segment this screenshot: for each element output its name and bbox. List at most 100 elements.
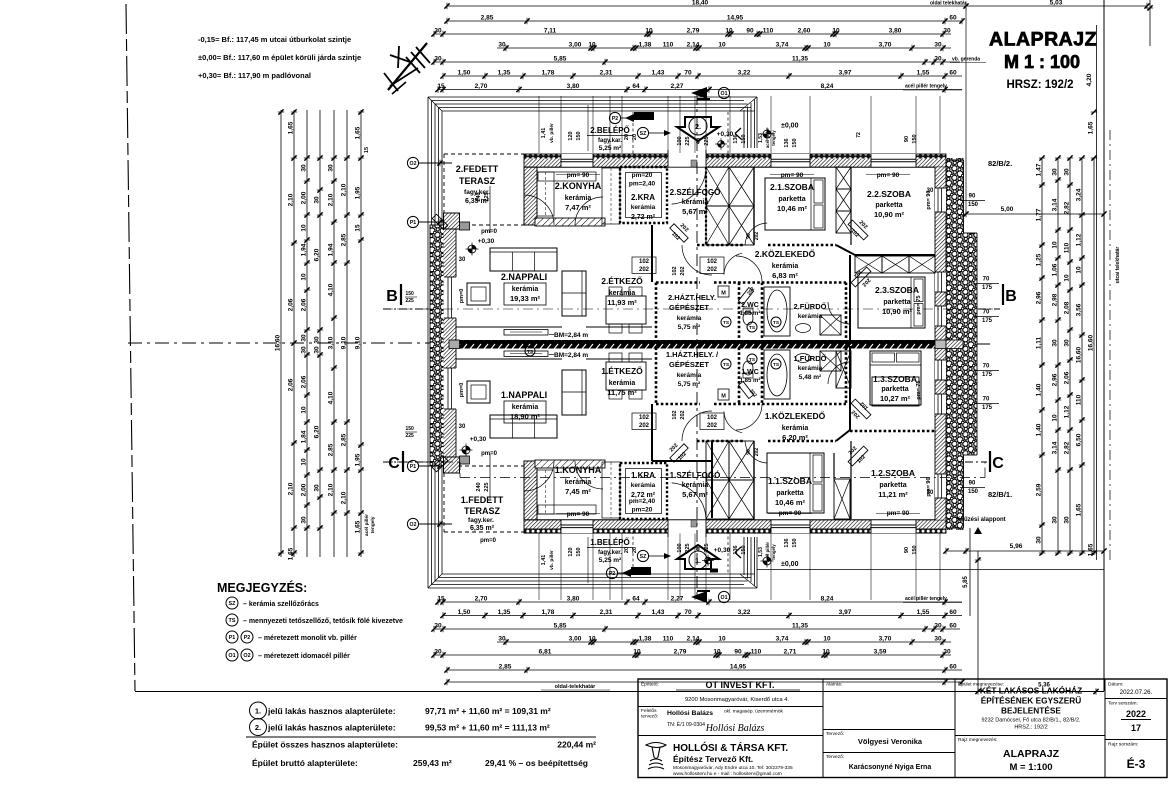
svg-text:2,10: 2,10 xyxy=(328,483,335,496)
svg-text:102: 102 xyxy=(639,259,650,265)
svg-text:kerámia: kerámia xyxy=(798,313,823,320)
svg-text:ÉPÍTÉSÉNEK EGYSZERŰ: ÉPÍTÉSÉNEK EGYSZERŰ xyxy=(981,695,1082,706)
svg-text:fagy.ker.: fagy.ker. xyxy=(468,517,494,524)
svg-text:1.HÁZT.HELY. /: 1.HÁZT.HELY. / xyxy=(666,350,719,359)
svg-text:9,10: 9,10 xyxy=(341,336,348,349)
svg-text:pm=0: pm=0 xyxy=(480,538,497,544)
svg-text:2,06: 2,06 xyxy=(301,375,308,388)
svg-text:1,95: 1,95 xyxy=(355,186,362,199)
svg-text:TS: TS xyxy=(229,618,236,624)
svg-text:15: 15 xyxy=(364,147,370,153)
svg-text:2,70: 2,70 xyxy=(475,595,488,602)
svg-text:82/B/1.: 82/B/1. xyxy=(988,490,1012,499)
svg-text:MEGJEGYZÉS:: MEGJEGYZÉS: xyxy=(217,580,307,595)
svg-text:2,70: 2,70 xyxy=(475,83,488,90)
svg-text:110: 110 xyxy=(1076,394,1083,405)
svg-text:1,40: 1,40 xyxy=(1036,383,1043,396)
svg-text:-0,15= Bf.: 117,45 m utcai út: -0,15= Bf.: 117,45 m utcai útburkolat sz… xyxy=(198,35,351,44)
svg-text:2,00: 2,00 xyxy=(301,483,308,496)
svg-text:1.1.SZOBA: 1.1.SZOBA xyxy=(768,476,812,486)
svg-text:kerámia: kerámia xyxy=(682,199,709,206)
svg-text:2,59: 2,59 xyxy=(1036,483,1043,496)
svg-text:136: 136 xyxy=(784,138,790,147)
svg-text:+0,30: +0,30 xyxy=(470,436,487,443)
svg-text:10: 10 xyxy=(1076,266,1083,274)
svg-text:8,24: 8,24 xyxy=(821,83,834,90)
svg-text:kerámia: kerámia xyxy=(782,425,809,432)
svg-text:20: 20 xyxy=(632,134,638,140)
svg-text:– méretezett monolit vb. pillé: – méretezett monolit vb. pillér xyxy=(258,635,357,642)
svg-text:3,74: 3,74 xyxy=(776,41,789,48)
svg-text:10: 10 xyxy=(301,224,308,232)
svg-text:kerámia: kerámia xyxy=(631,204,656,211)
svg-text:2,08: 2,08 xyxy=(1064,301,1071,314)
svg-text:10: 10 xyxy=(823,41,831,48)
svg-text:1,65: 1,65 xyxy=(355,126,362,139)
svg-text:M 1 : 100: M 1 : 100 xyxy=(1004,52,1080,72)
svg-text:30: 30 xyxy=(314,346,321,354)
svg-text:10,27 m²: 10,27 m² xyxy=(880,394,911,403)
svg-text:60: 60 xyxy=(949,69,957,76)
svg-text:5,67 m²: 5,67 m² xyxy=(682,207,708,216)
svg-text:136: 136 xyxy=(784,538,790,547)
svg-text:parketta: parketta xyxy=(776,490,803,497)
svg-text:97,71 m² + 11,60 m² = 109,31 m: 97,71 m² + 11,60 m² = 109,31 m² xyxy=(425,706,551,716)
svg-text:2,06: 2,06 xyxy=(301,298,308,311)
svg-text:20: 20 xyxy=(632,547,638,553)
svg-text:O1: O1 xyxy=(721,91,728,97)
svg-text:225: 225 xyxy=(704,136,710,145)
svg-text:136: 136 xyxy=(733,545,739,554)
svg-text:2,14: 2,14 xyxy=(687,635,700,642)
svg-text:1,12: 1,12 xyxy=(1076,233,1083,246)
svg-text:150: 150 xyxy=(741,545,747,554)
svg-text:O2: O2 xyxy=(410,522,417,528)
svg-text:99,53 m² + 11,60 m² = 111,13 m: 99,53 m² + 11,60 m² = 111,13 m² xyxy=(425,723,550,733)
svg-text:14,95: 14,95 xyxy=(730,663,747,670)
svg-text:acél pillér: acél pillér xyxy=(765,542,770,563)
svg-text:tengely: tengely xyxy=(771,130,776,146)
svg-text:30: 30 xyxy=(934,55,942,62)
svg-text:175: 175 xyxy=(982,372,993,378)
svg-text:1,38: 1,38 xyxy=(639,635,652,642)
svg-text:1.3.SZOBA: 1.3.SZOBA xyxy=(873,374,917,384)
svg-text:SZ: SZ xyxy=(229,601,237,607)
svg-text:2.HÁZT.HELY.: 2.HÁZT.HELY. xyxy=(668,293,716,302)
svg-text:2022.07.26.: 2022.07.26. xyxy=(1120,689,1153,696)
svg-text:7,11: 7,11 xyxy=(544,27,557,34)
svg-text:150: 150 xyxy=(792,138,798,147)
svg-text:1,94: 1,94 xyxy=(328,243,335,256)
svg-text:1,35: 1,35 xyxy=(498,69,511,76)
svg-text:18,90 m²: 18,90 m² xyxy=(510,412,541,421)
svg-text:5,67 m²: 5,67 m² xyxy=(682,490,708,499)
svg-text:10: 10 xyxy=(301,273,308,281)
svg-text:30: 30 xyxy=(314,336,321,344)
svg-text:1,25: 1,25 xyxy=(1036,253,1043,266)
svg-text:102: 102 xyxy=(672,266,678,275)
svg-text:1,95: 1,95 xyxy=(355,453,362,466)
svg-text:30: 30 xyxy=(459,257,466,263)
svg-text:B: B xyxy=(1005,288,1017,305)
svg-text:2,98: 2,98 xyxy=(1052,293,1059,306)
svg-text:1,50: 1,50 xyxy=(458,69,471,76)
svg-text:225: 225 xyxy=(484,192,490,201)
svg-text:3,74: 3,74 xyxy=(776,635,789,642)
svg-text:150: 150 xyxy=(406,426,415,432)
svg-text:1,50: 1,50 xyxy=(458,609,471,616)
svg-text:29,41 % – os beépítettség: 29,41 % – os beépítettség xyxy=(485,758,588,768)
svg-text:jelű lakás hasznos alapterület: jelű lakás hasznos alapterülete: xyxy=(267,706,396,716)
svg-text:30: 30 xyxy=(1052,168,1059,176)
svg-text:1,85 m²: 1,85 m² xyxy=(740,377,761,384)
svg-text:O2: O2 xyxy=(243,653,250,659)
svg-text:1,77: 1,77 xyxy=(1036,208,1043,221)
svg-text:102: 102 xyxy=(677,451,688,462)
svg-text:150: 150 xyxy=(576,131,582,140)
svg-text:2.FÜRDŐ: 2.FÜRDŐ xyxy=(794,302,827,311)
svg-text:10: 10 xyxy=(718,41,726,48)
svg-text:1.KONYHA: 1.KONYHA xyxy=(555,465,602,475)
svg-text:TS: TS xyxy=(723,362,730,368)
svg-text:16,60: 16,60 xyxy=(1088,334,1095,351)
svg-text:kerámia: kerámia xyxy=(631,482,656,489)
svg-text:pm= 90: pm= 90 xyxy=(567,511,590,518)
svg-text:2,14: 2,14 xyxy=(687,41,700,48)
svg-text:5,85: 5,85 xyxy=(554,622,567,629)
